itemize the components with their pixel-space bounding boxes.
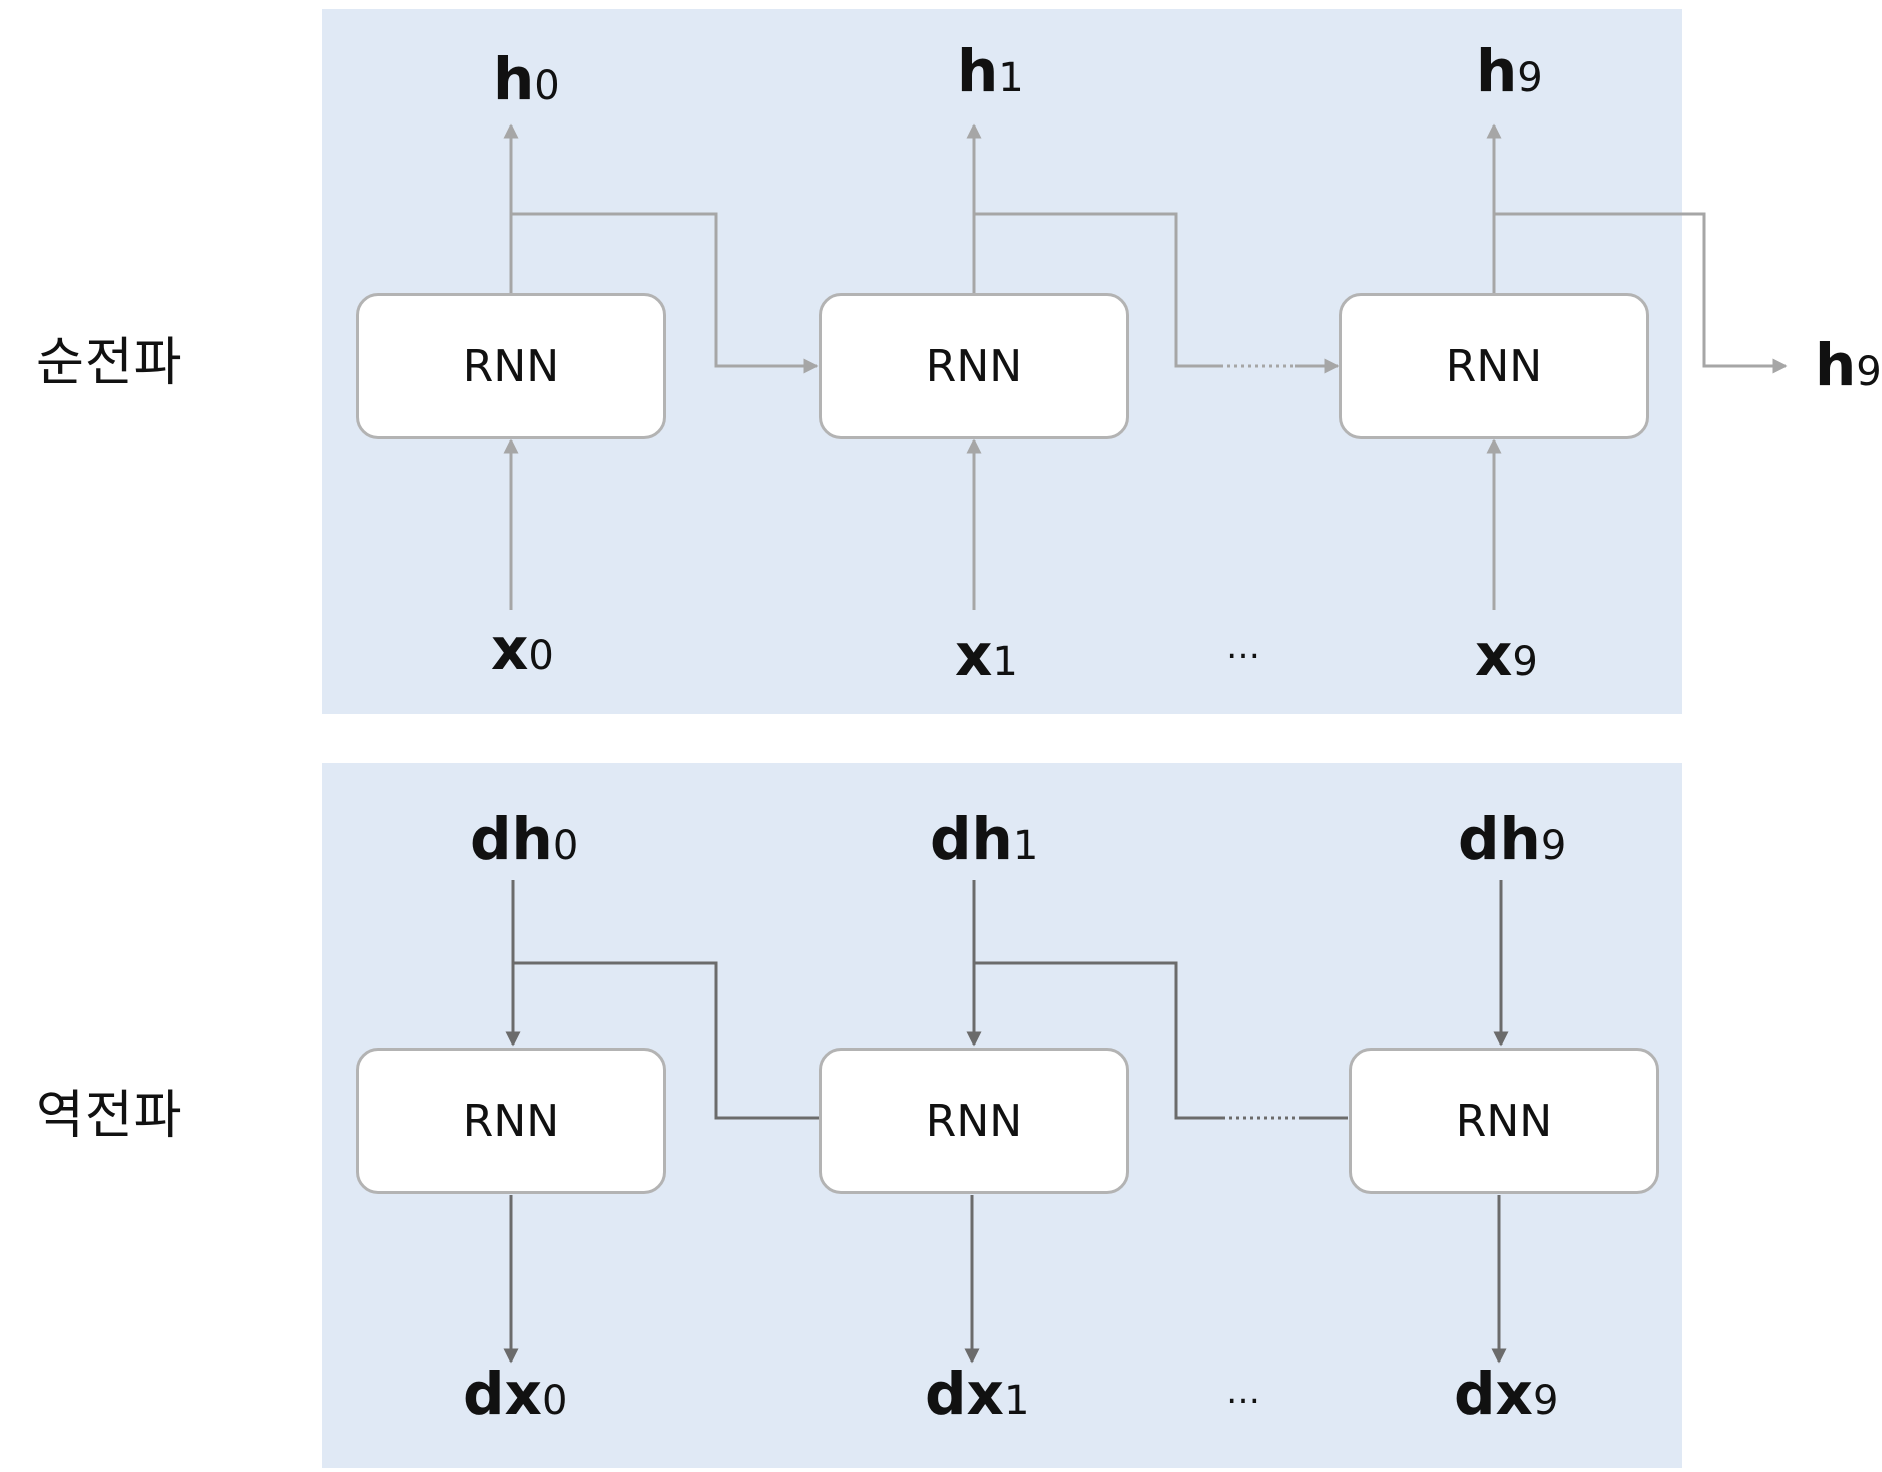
backward-pass-label: 역전파 [36,1086,183,1146]
forward-rnn-box-0: RNN [356,293,666,439]
grad-dx1: dx1 [925,1360,1030,1428]
forward-ellipsis: … [1226,627,1262,667]
h1-recurrent-line [974,212,1220,368]
backward-rnn-box-1: RNN [819,1048,1129,1194]
backward-ellipsis: … [1226,1372,1262,1412]
output-h1: h1 [957,37,1024,105]
grad-dh9: dh9 [1458,805,1567,873]
grad-dh1: dh1 [930,805,1039,873]
input-x1: x1 [955,621,1018,689]
forward-rnn-box-1: RNN [819,293,1129,439]
final-output-h9: h9 [1815,331,1882,399]
input-x0: x0 [491,615,554,683]
forward-pass-label: 순전파 [36,333,183,393]
backward-rnn-box-0: RNN [356,1048,666,1194]
forward-wires [503,123,1788,610]
grad-rnn1-to-rnn0-line [513,961,820,1120]
h0-to-rnn1-arrow [511,212,819,374]
backward-wires [503,880,1509,1364]
grad-rnn9-to-rnn1-line [974,961,1222,1120]
output-h0: h0 [493,45,560,113]
forward-rnn-box-9: RNN [1339,293,1649,439]
grad-dx0: dx0 [463,1360,568,1428]
backward-rnn-box-9: RNN [1349,1048,1659,1194]
h9-final-arrow [1494,212,1788,374]
grad-dh0: dh0 [470,805,579,873]
output-h9: h9 [1476,37,1543,105]
input-x9: x9 [1475,621,1538,689]
grad-dx9: dx9 [1454,1360,1559,1428]
